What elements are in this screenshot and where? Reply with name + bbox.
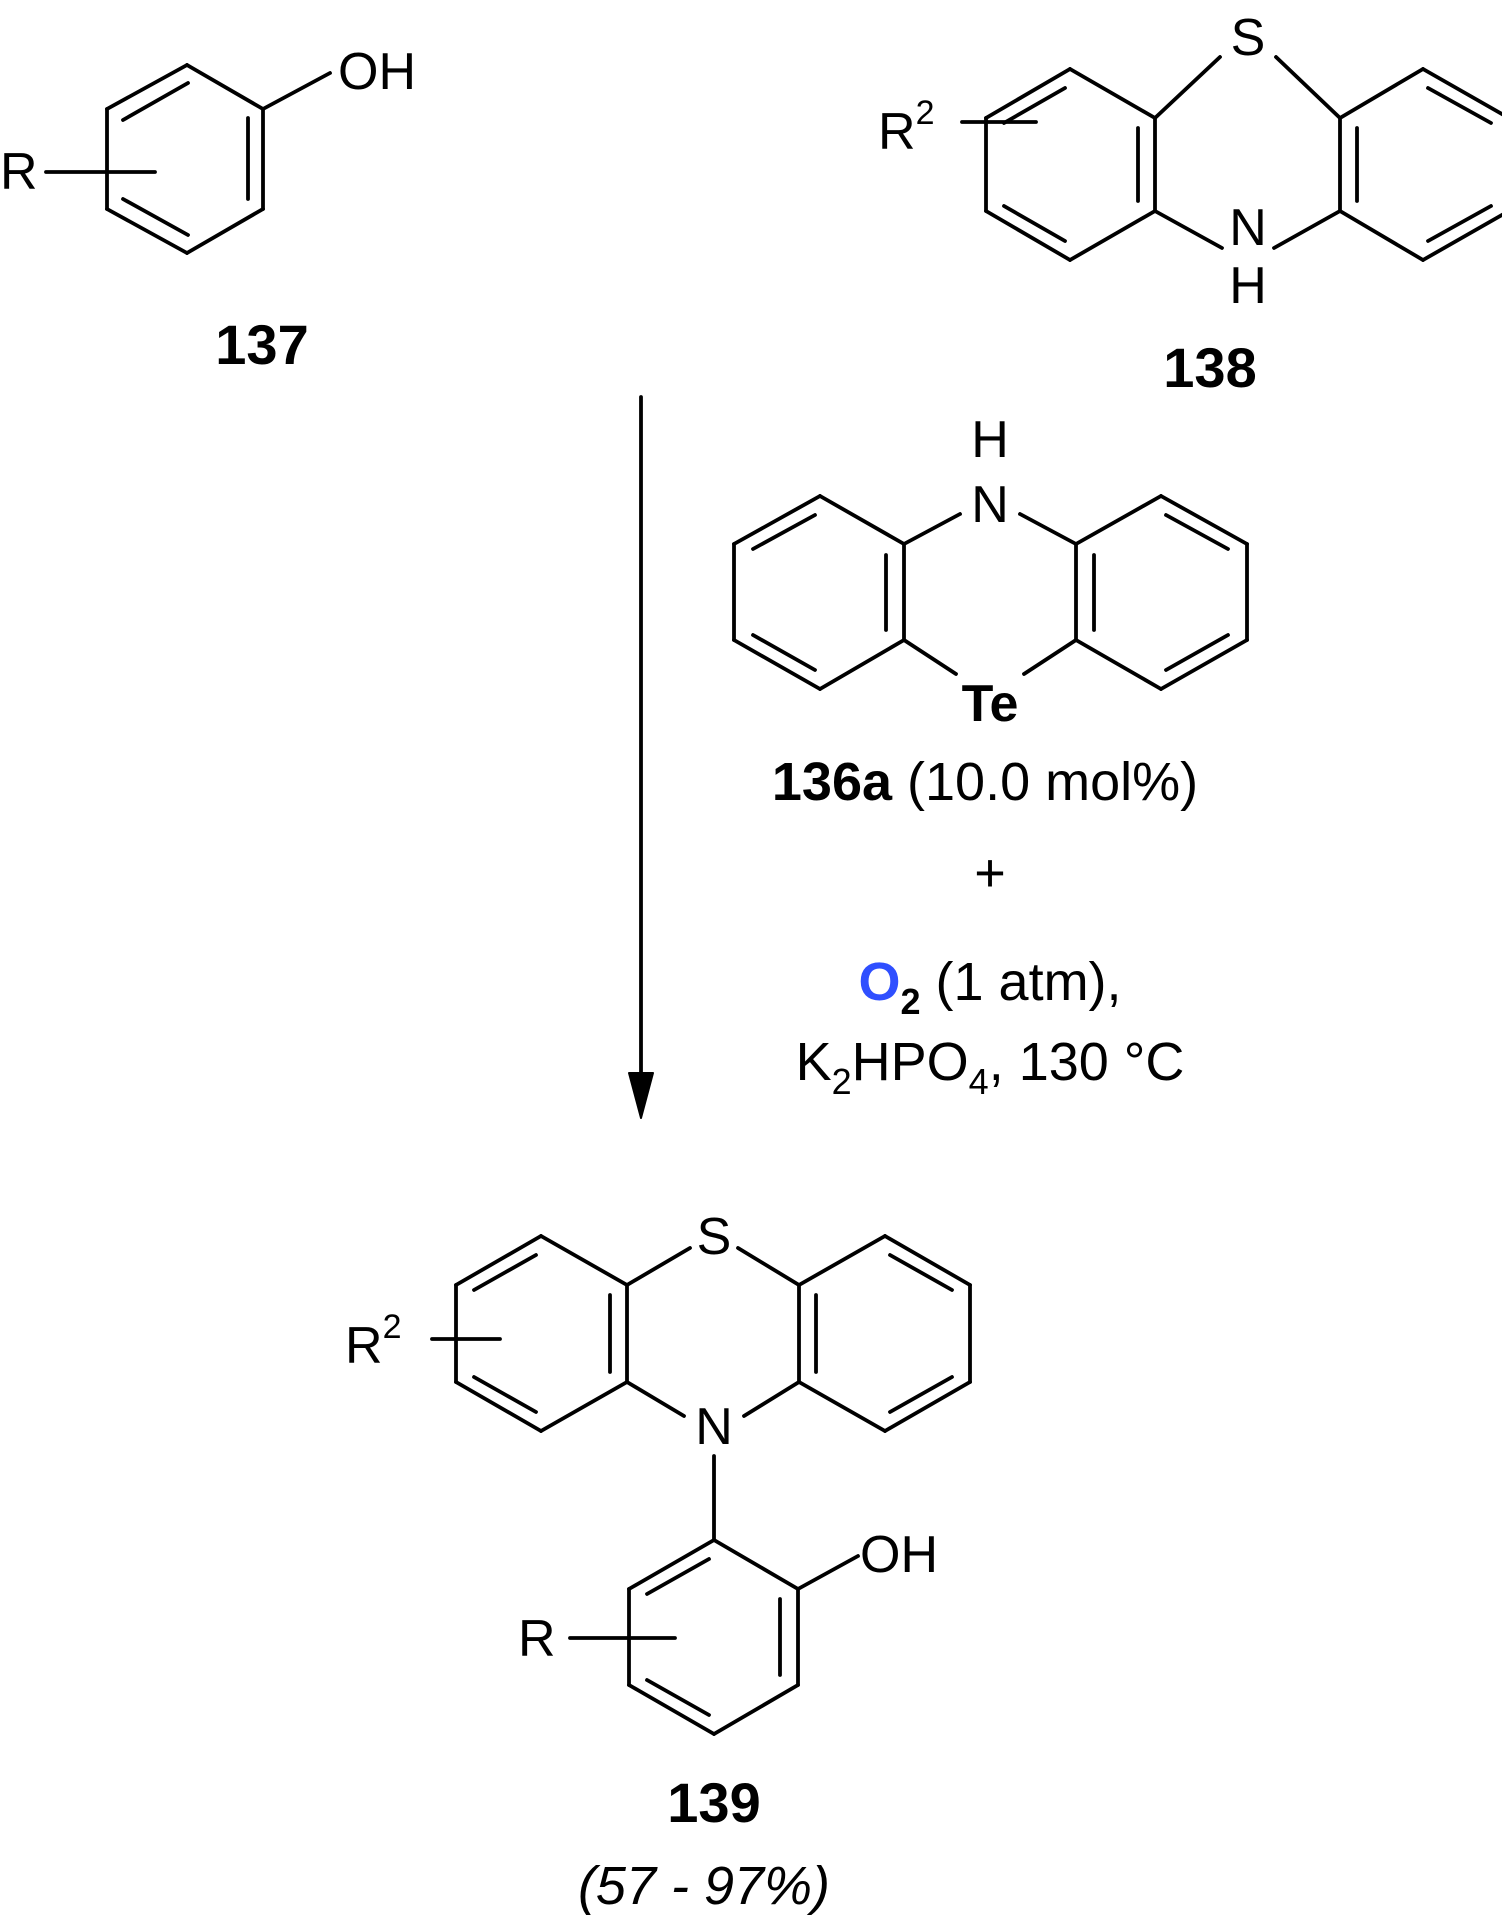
product-c-oh-bond — [796, 1554, 860, 1591]
base-temperature-line: K2HPO4, 130 °C — [796, 1032, 1185, 1102]
catalyst-nh-hydrogen-label: H — [971, 411, 1009, 469]
sulfur-label: S — [1231, 9, 1266, 67]
catalyst-loading: (10.0 mol%) — [907, 752, 1198, 812]
product-139: S N R2 OH R 139 (57 - 97%) — [345, 1208, 972, 1916]
product-r-label: R — [518, 1610, 556, 1668]
reaction-arrow — [628, 395, 654, 1119]
oxygen-symbol: O — [858, 952, 900, 1012]
reaction-conditions: 136a (10.0 mol%) + O2 (1 atm), K2HPO4, 1… — [772, 752, 1198, 1102]
nitrogen-label: N — [1229, 199, 1267, 257]
product-phenol-ring — [627, 1538, 800, 1736]
catalyst-id: 136a — [772, 752, 893, 812]
catalyst-136a: H N Te — [732, 411, 1249, 733]
catalyst-right-ring — [1074, 494, 1249, 691]
compound-label-138: 138 — [1163, 336, 1256, 399]
product-sulfur-label: S — [697, 1208, 732, 1266]
product-hydroxyl-label: OH — [860, 1526, 938, 1584]
oxidant-line: O2 (1 atm), — [858, 952, 1121, 1022]
compound-label-139: 139 — [667, 1771, 760, 1834]
r-label: R — [0, 143, 38, 201]
c-oh-bond — [261, 71, 332, 111]
hydroxyl-label: OH — [338, 43, 416, 101]
tellurium-label: Te — [962, 675, 1019, 733]
compound-label-137: 137 — [215, 313, 308, 376]
phenothiazine-138: S N H R2 138 — [878, 9, 1502, 399]
catalyst-loading-line: 136a (10.0 mol%) — [772, 752, 1198, 812]
product-r2-label: R2 — [345, 1308, 401, 1375]
catalyst-nitrogen-label: N — [971, 476, 1009, 534]
product-left-ring — [454, 1234, 629, 1433]
phenol-ring — [105, 63, 265, 255]
oxidant-pressure: (1 atm), — [936, 952, 1122, 1012]
nh-hydrogen-label: H — [1229, 257, 1267, 315]
product-right-ring — [797, 1234, 972, 1433]
oxygen-subscript: 2 — [900, 981, 920, 1022]
phenol-137: OH R 137 — [0, 43, 416, 376]
phenothiazine-left-ring — [984, 67, 1157, 262]
catalyst-left-ring — [732, 494, 906, 691]
phenothiazine-right-ring — [1338, 67, 1502, 262]
product-nitrogen-label: N — [695, 1398, 733, 1456]
plus-sign: + — [974, 843, 1006, 903]
yield-range: (57 - 97%) — [578, 1856, 830, 1916]
r2-label: R2 — [878, 94, 934, 161]
